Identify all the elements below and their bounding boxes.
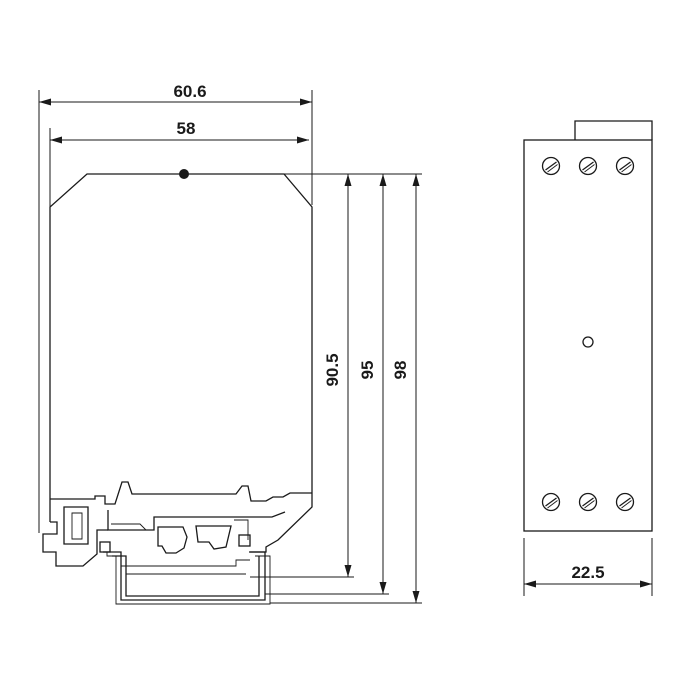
top-terminal-row <box>541 156 635 176</box>
din-clip <box>42 481 313 567</box>
dim-body-width: 58 <box>50 119 309 144</box>
terminal-screw-icon <box>615 492 635 512</box>
terminal-screw-icon <box>578 156 598 176</box>
terminal-screw-icon <box>578 492 598 512</box>
indicator-dot <box>179 169 189 179</box>
label-height-a: 90.5 <box>323 353 342 386</box>
label-front-width: 22.5 <box>571 563 604 582</box>
terminal-screw-icon <box>541 156 561 176</box>
dim-height-b: 95 <box>358 174 387 594</box>
front-view: 22.5 <box>523 120 653 596</box>
side-view: 60.6 58 90.5 95 98 <box>38 82 422 605</box>
dim-height-a: 90.5 <box>323 174 352 577</box>
extension-lines <box>38 90 422 604</box>
dim-overall-width: 60.6 <box>39 82 312 106</box>
front-top-tab <box>574 120 653 140</box>
din-rail <box>103 551 271 605</box>
terminal-screw-icon <box>541 492 561 512</box>
housing-outline <box>49 173 313 522</box>
label-overall-width: 60.6 <box>173 82 206 101</box>
front-housing <box>523 139 653 532</box>
label-height-b: 95 <box>358 361 377 380</box>
terminal-screw-icon <box>615 156 635 176</box>
dim-front-width: 22.5 <box>523 538 653 596</box>
bottom-terminal-row <box>541 492 635 512</box>
label-body-width: 58 <box>177 119 196 138</box>
label-height-c: 98 <box>391 361 410 380</box>
dim-height-c: 98 <box>391 174 420 603</box>
front-led <box>582 336 594 348</box>
